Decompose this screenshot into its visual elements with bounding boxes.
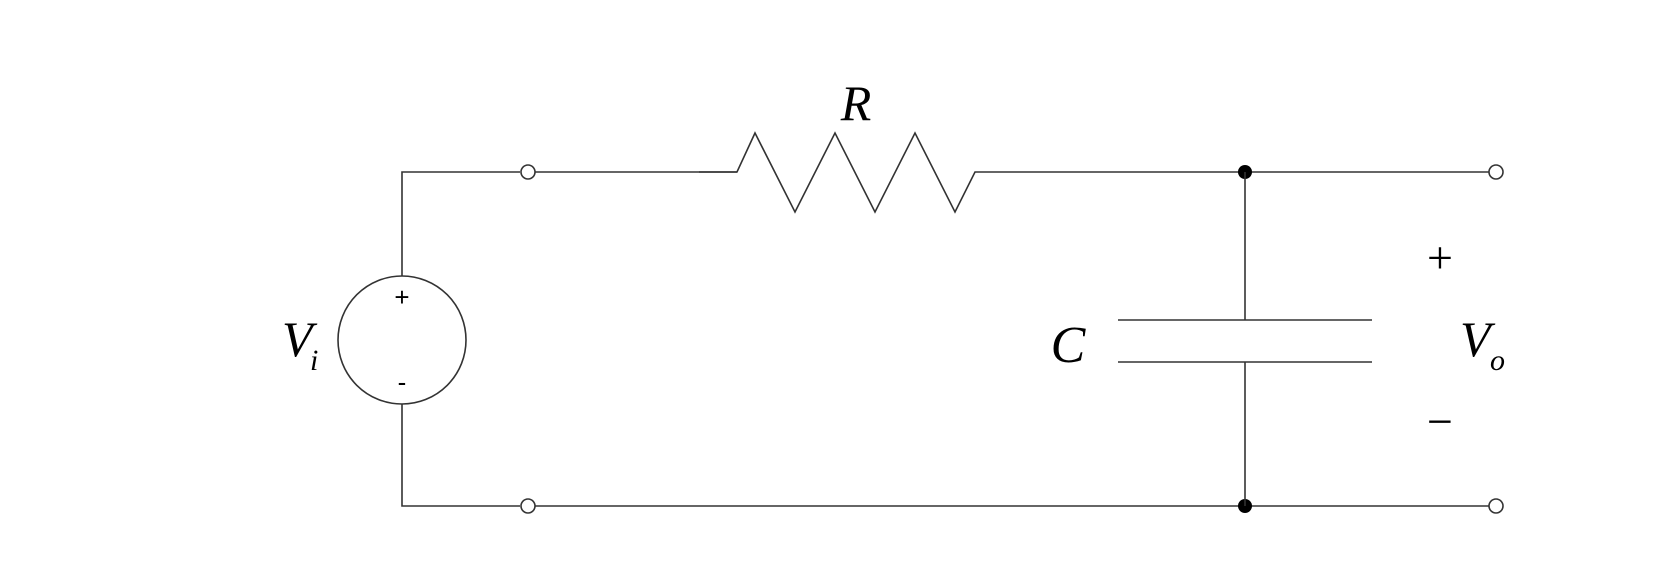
source-label-subscript: i — [310, 344, 318, 377]
wire-source-top — [401, 171, 520, 276]
output-terminal-bottom — [1488, 498, 1504, 514]
source-plus-sign: + — [394, 282, 409, 312]
source-minus-sign: - — [398, 367, 407, 397]
output-terminal-top — [1488, 164, 1504, 180]
output-label-subscript: o — [1490, 344, 1505, 377]
input-terminal-top — [520, 164, 536, 180]
source-label: V i — [282, 311, 324, 377]
resistor-symbol — [699, 131, 1010, 214]
output-minus-sign: − — [1427, 396, 1453, 447]
output-plus-sign: + — [1427, 232, 1453, 283]
wire-source-bottom — [401, 404, 520, 507]
capacitor-label: C — [1051, 317, 1087, 374]
resistor-label: R — [840, 75, 872, 131]
output-label: V o — [1460, 311, 1505, 377]
voltage-source — [337, 275, 467, 405]
input-terminal-bottom — [520, 498, 536, 514]
